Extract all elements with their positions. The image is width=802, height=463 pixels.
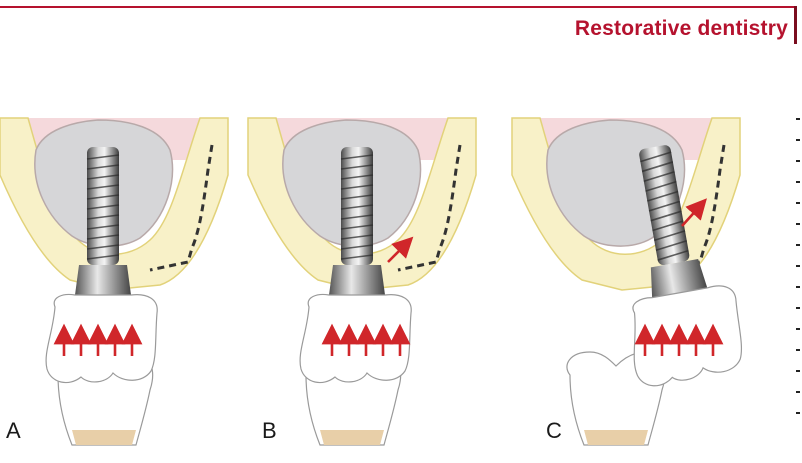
clipped-margin-text [796,118,802,433]
panel-label-a: A [6,418,21,443]
panel-b [246,116,478,447]
force-arrows-c [634,198,724,356]
panel-c [510,116,750,447]
header-corner-rule [794,6,797,44]
header-rule [0,6,794,8]
section-title: Restorative dentistry [574,17,788,40]
panel-label-b: B [262,418,277,443]
panel-label-c: C [546,418,562,443]
force-arrows-b [321,236,414,356]
panel-a [0,116,230,447]
force-arrows-a [53,323,143,356]
